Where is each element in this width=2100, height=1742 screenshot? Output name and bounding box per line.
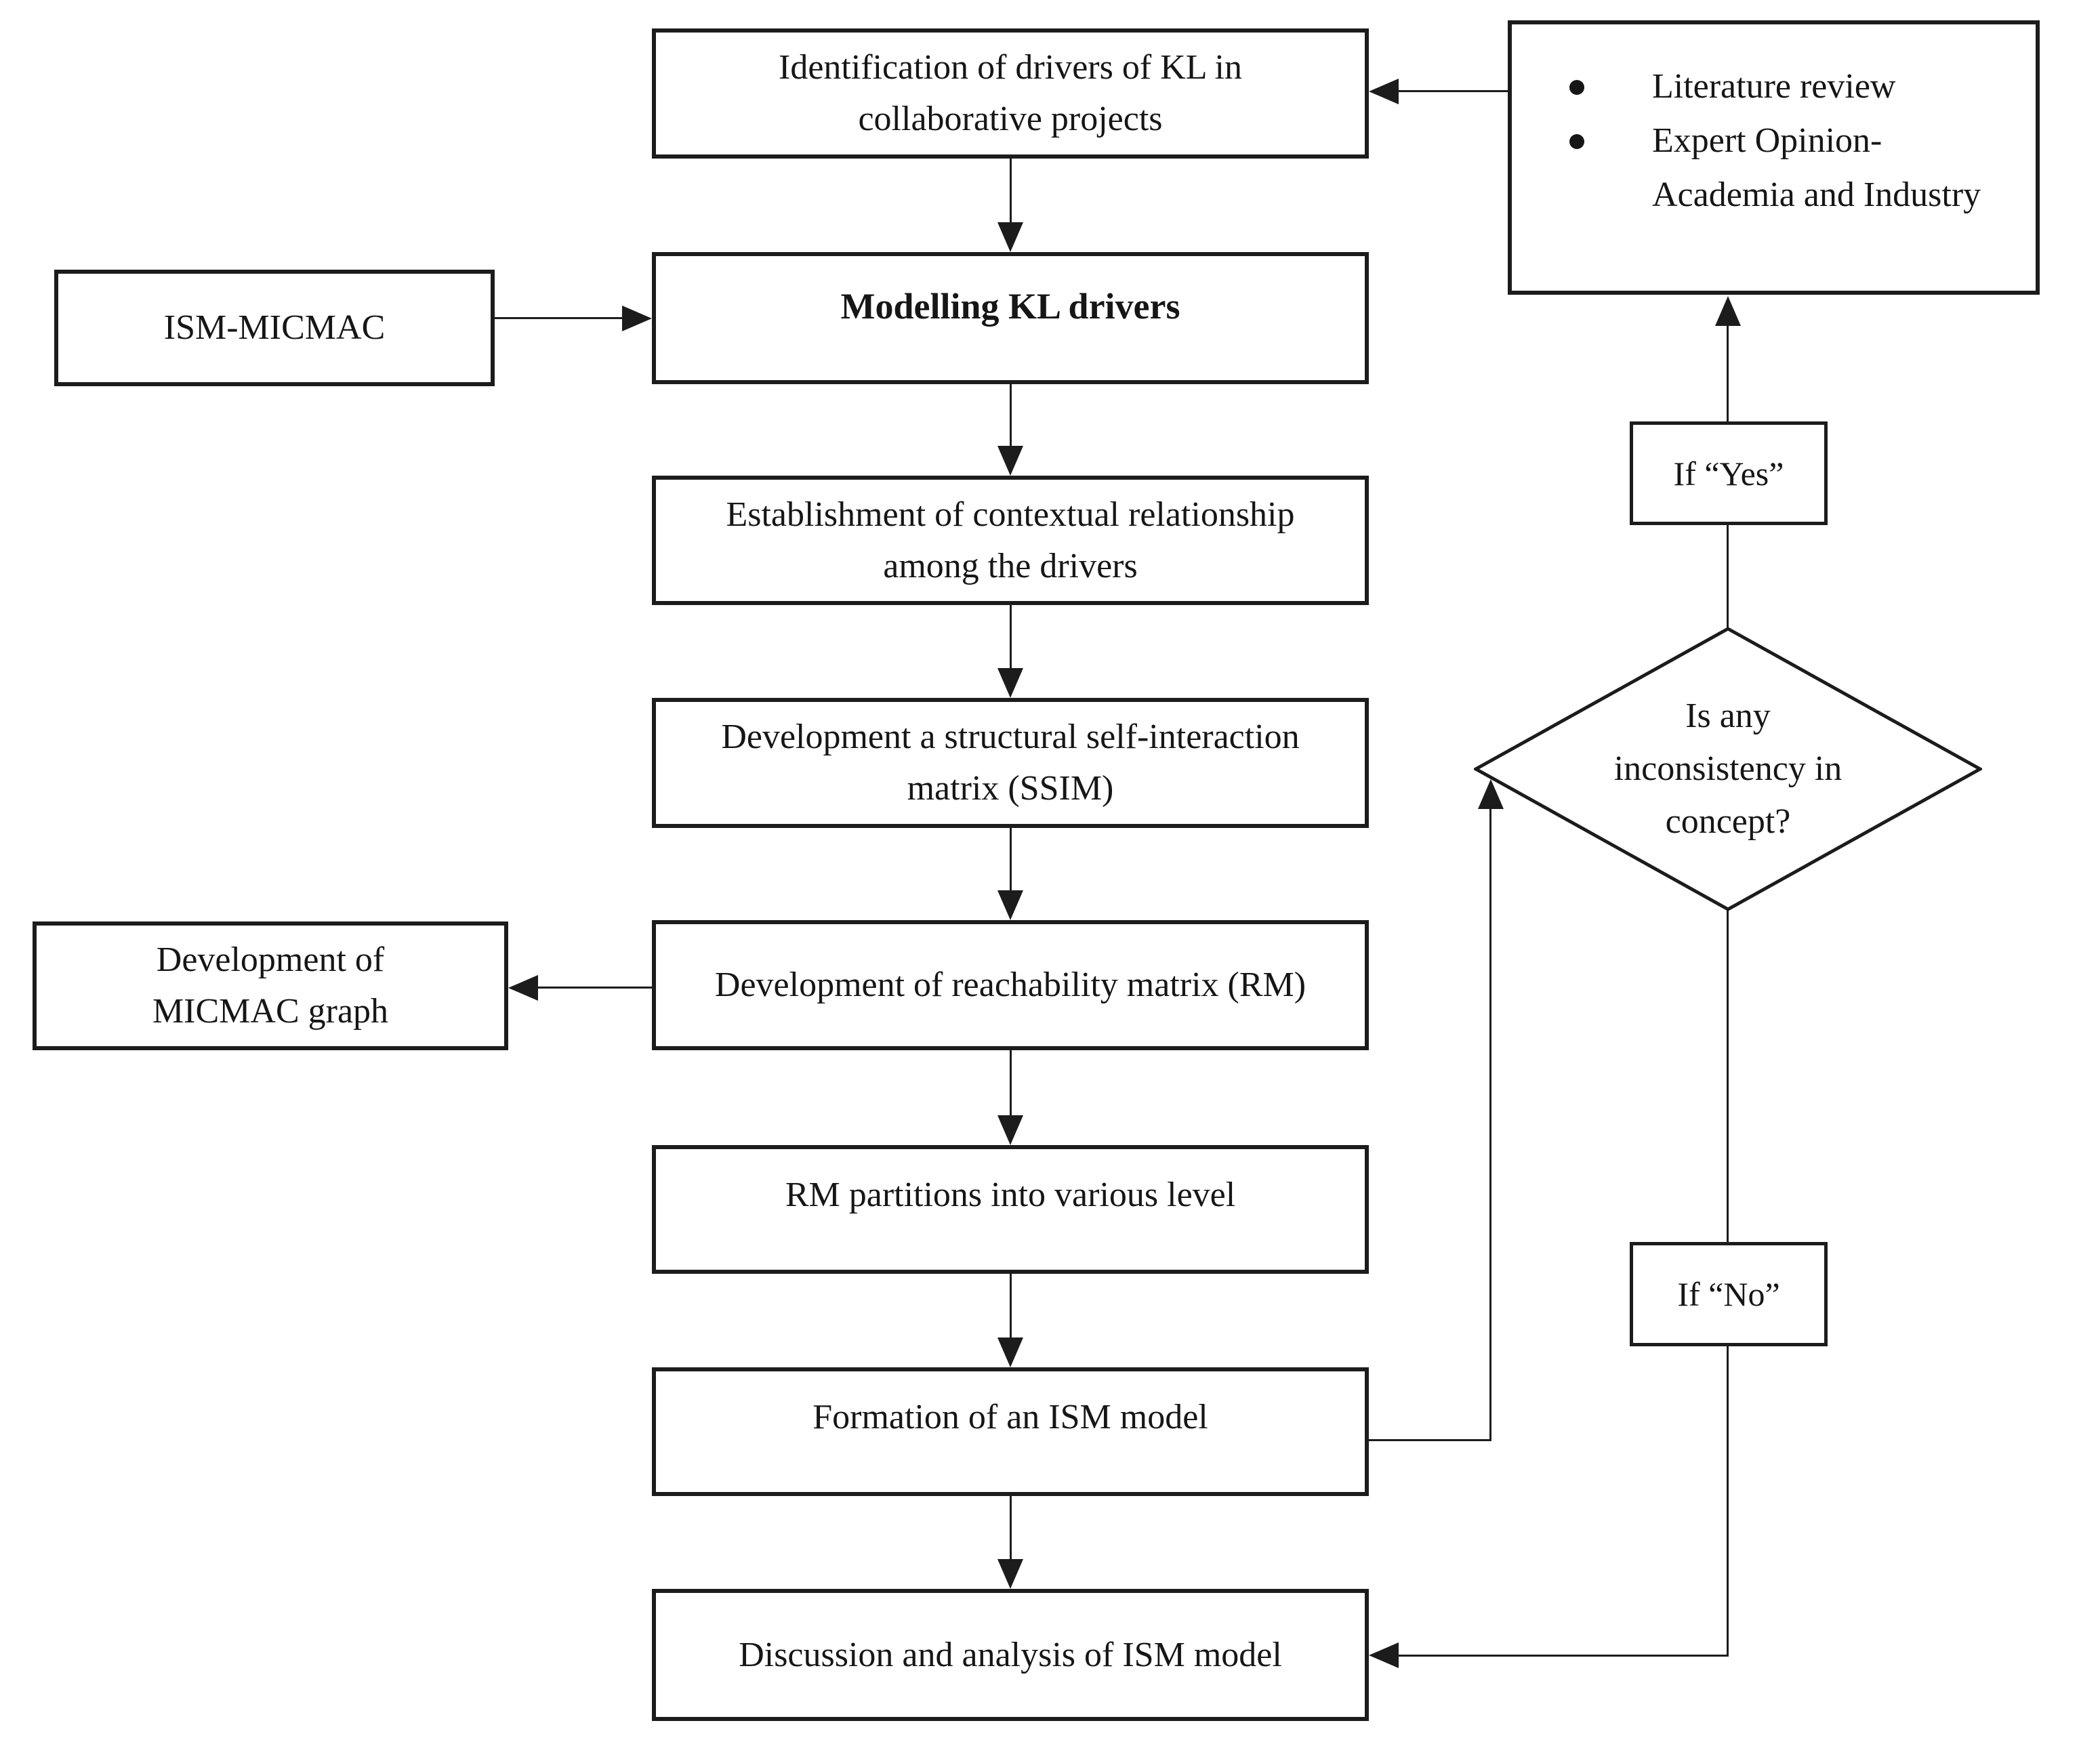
node-discussion: Discussion and analysis of ISM model — [652, 1589, 1369, 1721]
node-establishment: Establishment of contextual relationship… — [652, 476, 1369, 605]
connector-ismmicmac-modelling-line — [495, 317, 622, 319]
node-reachability: Development of reachability matrix (RM) — [652, 920, 1369, 1050]
node-micmac-graph: Development of MICMAC graph — [33, 921, 508, 1050]
node-if-no: If “No” — [1630, 1242, 1828, 1346]
connector-elbow-decision-line — [1489, 809, 1491, 1441]
arrow-left-into-discussion — [1369, 1642, 1399, 1668]
arrow-down-into-formation — [997, 1337, 1023, 1367]
arrow-left-into-micmac-graph — [508, 975, 538, 1001]
node-identification: Identification of drivers of KL in colla… — [652, 28, 1369, 159]
arrow-left-into-identification — [1369, 79, 1399, 104]
node-if-yes: If “Yes” — [1630, 421, 1828, 525]
diamond-outline — [1474, 627, 1982, 911]
bullet-icon — [1569, 134, 1584, 149]
connector-identification-modelling-line — [1010, 159, 1012, 222]
bullet-icon — [1569, 80, 1584, 95]
connector-elbow-discussion-line — [1399, 1655, 1729, 1657]
node-ssim: Development a structural self-interactio… — [652, 698, 1369, 828]
node-partitions: RM partitions into various level — [652, 1145, 1369, 1274]
node-decision: Is any inconsistency in concept? — [1613, 697, 1842, 841]
decision-diamond-shape — [1474, 627, 1982, 911]
node-ism-micmac: ISM-MICMAC — [54, 270, 495, 386]
connector-partitions-formation-line — [1010, 1274, 1012, 1337]
sources-list: Literature review Expert Opinion- Academ… — [1569, 60, 2009, 222]
node-formation: Formation of an ISM model — [652, 1367, 1369, 1496]
source-item-label: Literature review — [1652, 67, 1896, 106]
arrow-down-into-discussion — [997, 1559, 1023, 1589]
node-modelling: Modelling KL drivers — [652, 252, 1369, 384]
arrow-up-into-sources — [1715, 296, 1741, 326]
connector-formation-discussion-line — [1010, 1496, 1012, 1559]
arrow-down-into-ssim — [997, 668, 1023, 698]
arrow-up-into-decision — [1478, 779, 1504, 809]
connector-modelling-establishment-line — [1010, 384, 1012, 446]
connector-ifyes-sources-line — [1727, 326, 1729, 421]
connector-formation-elbow-line — [1369, 1439, 1491, 1441]
connector-decision-ifyes-line — [1727, 525, 1729, 628]
source-item-label: Expert Opinion- Academia and Industry — [1652, 121, 1981, 214]
list-item: Literature review — [1569, 60, 2009, 114]
connector-ssim-reachability-line — [1010, 828, 1012, 890]
connector-reachability-micmacgraph-line — [538, 987, 652, 989]
connector-establishment-ssim-line — [1010, 605, 1012, 668]
list-item: Expert Opinion- Academia and Industry — [1569, 114, 2009, 222]
connector-ifno-elbow-line — [1727, 1346, 1729, 1657]
arrow-down-into-establishment — [997, 446, 1023, 476]
connector-decision-ifno-line — [1727, 910, 1729, 1242]
connector-sources-identification-line — [1399, 90, 1508, 92]
node-sources: Literature review Expert Opinion- Academ… — [1508, 20, 2040, 295]
arrow-down-into-modelling — [997, 222, 1023, 252]
arrow-right-into-modelling — [622, 306, 652, 331]
arrow-down-into-partitions — [997, 1115, 1023, 1145]
arrow-down-into-reachability — [997, 890, 1023, 920]
connector-reachability-partitions-line — [1010, 1050, 1012, 1115]
